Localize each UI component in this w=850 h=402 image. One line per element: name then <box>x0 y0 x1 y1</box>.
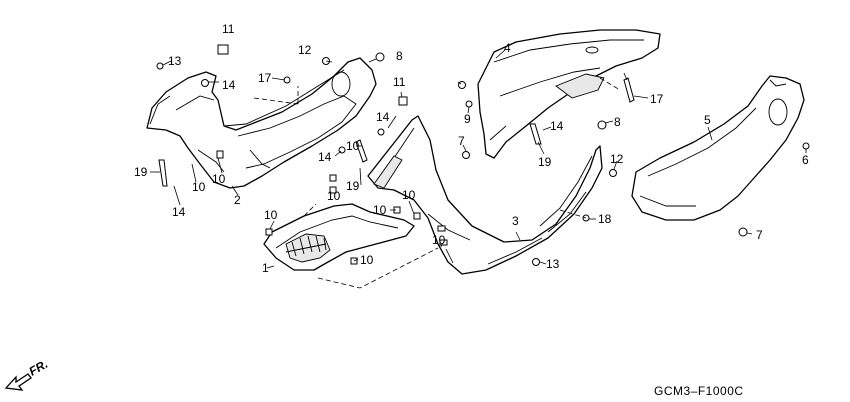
callout-13b: 13 <box>546 257 560 271</box>
callout-2: 2 <box>234 193 241 207</box>
callout-19b: 19 <box>538 155 552 169</box>
callout-11b: 11 <box>393 75 406 89</box>
front-direction-arrow: FR. <box>4 357 51 391</box>
callout-13: 13 <box>168 54 182 68</box>
assembly-lines <box>253 77 621 289</box>
callout-14-c: 14 <box>376 110 390 124</box>
callout-10-c: 10 <box>264 208 278 222</box>
callout-4: 4 <box>504 41 511 55</box>
leader-lines <box>150 49 807 269</box>
callout-7b: 7 <box>756 228 763 242</box>
inner-tray <box>263 203 415 271</box>
front-arrow-icon <box>4 373 32 391</box>
callout-7: 7 <box>458 134 465 148</box>
hardware <box>156 44 810 266</box>
callout-10-g: 10 <box>402 188 416 202</box>
right-side-cover <box>631 75 805 221</box>
callout-14-b: 14 <box>172 205 186 219</box>
callout-8: 8 <box>396 49 403 63</box>
callout-10-b: 10 <box>212 172 226 186</box>
callout-8b: 8 <box>614 115 621 129</box>
callout-14-a: 14 <box>222 78 236 92</box>
callout-10-a: 10 <box>192 180 206 194</box>
callout-10-e: 10 <box>346 139 360 153</box>
right-upper-cowl <box>477 29 661 159</box>
main-lower-cowl <box>367 115 603 275</box>
callout-1: 1 <box>262 261 269 275</box>
callout-10-i: 10 <box>432 233 446 247</box>
callout-14-e: 14 <box>550 119 564 133</box>
diagram-code: GCM3–F1000C <box>654 384 744 398</box>
callout-19: 19 <box>346 179 360 193</box>
callout-12: 12 <box>298 43 312 57</box>
callout-9: 9 <box>464 112 471 126</box>
callout-14-d: 14 <box>318 150 332 164</box>
callout-17b: 18 <box>598 212 612 226</box>
left-under-cowl <box>146 57 377 189</box>
front-label: FR. <box>27 357 51 379</box>
callout-5: 5 <box>704 113 711 127</box>
callout-10-d: 10 <box>327 189 341 203</box>
callout-3: 3 <box>512 214 519 228</box>
callout-labels: 1 2 3 4 5 6 7 7 8 8 9 10 10 10 10 10 10 … <box>134 22 809 275</box>
callout-14-f: 17 <box>650 92 664 106</box>
callout-12b: 12 <box>610 152 624 166</box>
callout-6: 6 <box>802 153 809 167</box>
callout-10-h: 10 <box>360 253 374 267</box>
callout-10-f: 10 <box>373 203 387 217</box>
callout-18: 19 <box>134 165 148 179</box>
callout-11: 11 <box>222 22 235 36</box>
callout-17: 17 <box>258 71 272 85</box>
